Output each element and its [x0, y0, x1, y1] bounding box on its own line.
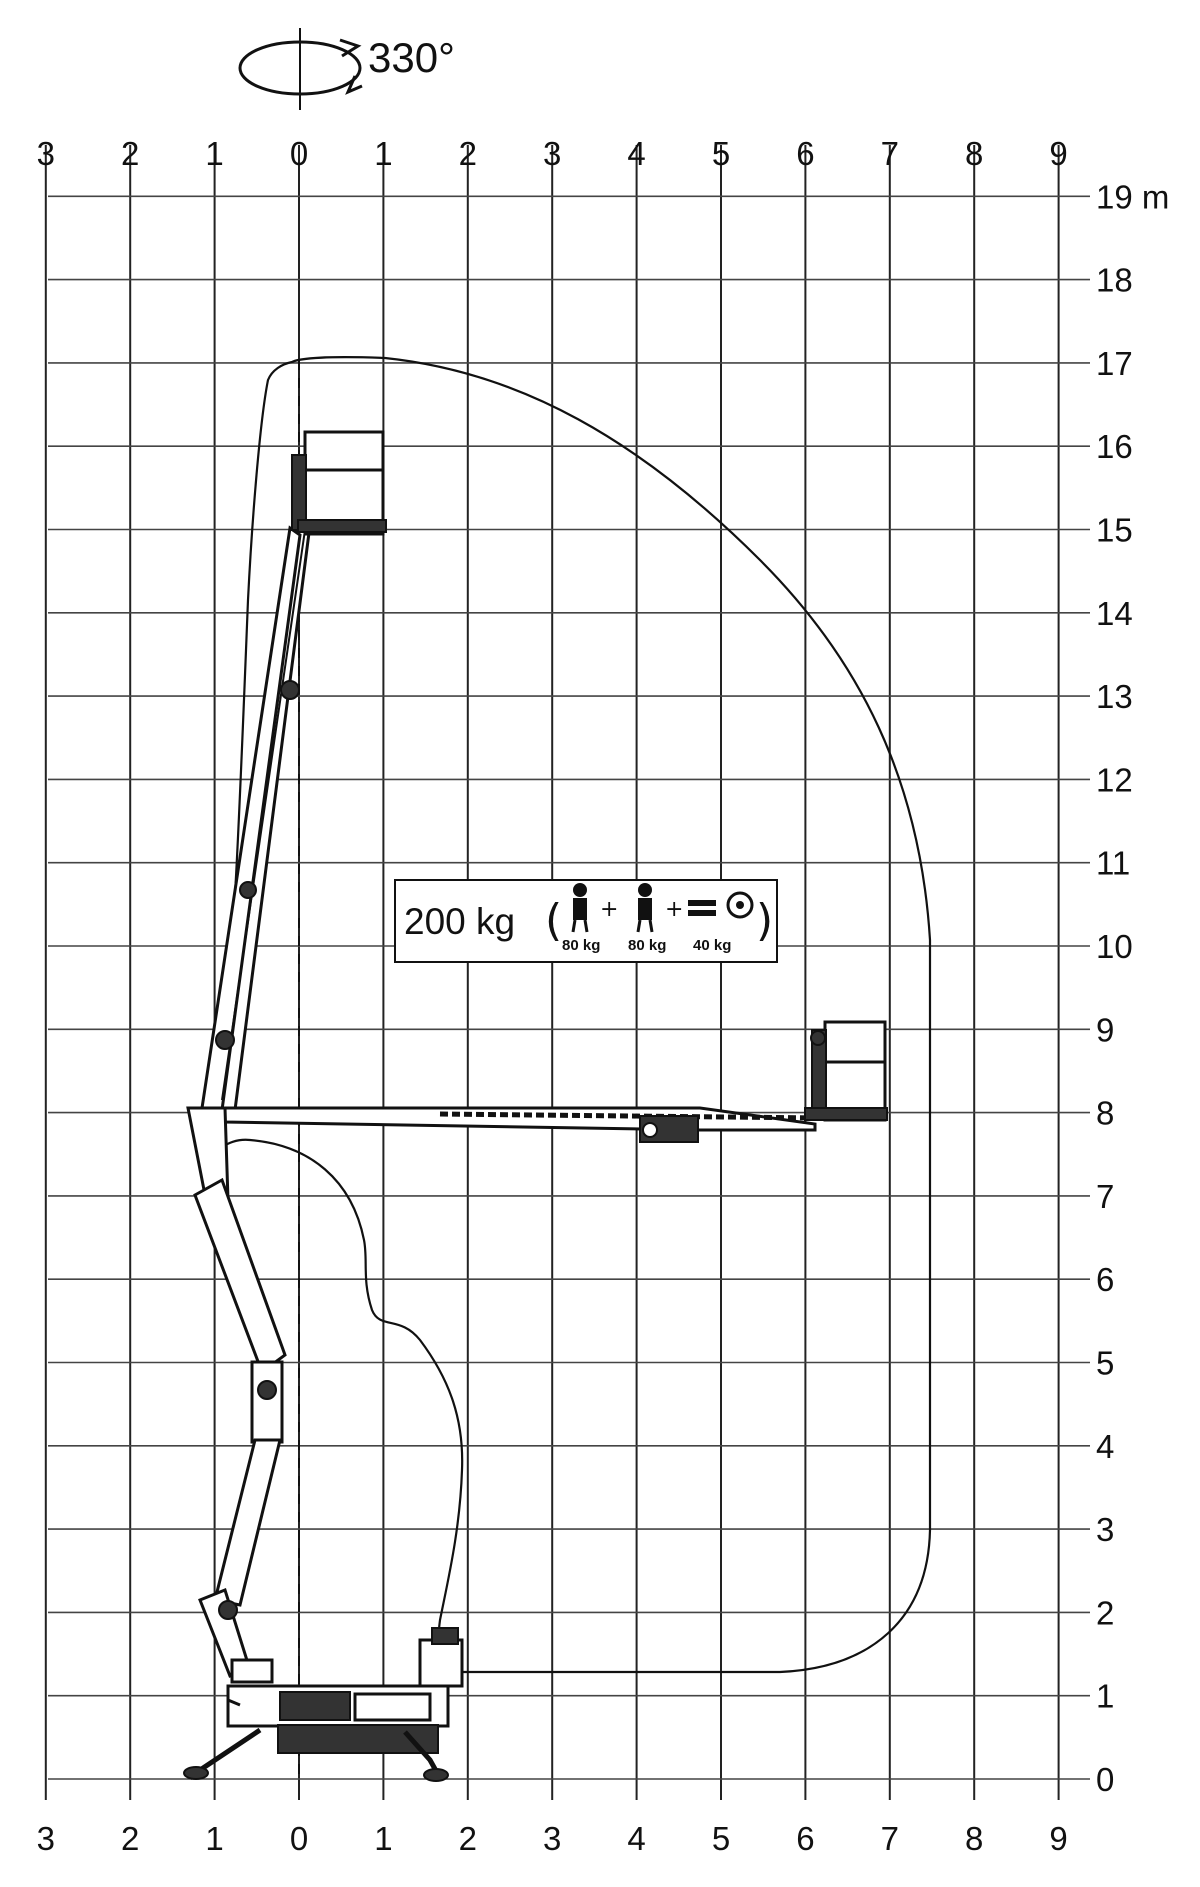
y-tick-label: 1 [1096, 1678, 1114, 1715]
rotation-ellipse-arrow-icon [238, 28, 363, 110]
bracket-open: ( [545, 895, 562, 946]
x-tick-label-bottom: 1 [205, 1820, 223, 1857]
plus-1: + [600, 897, 618, 922]
y-tick-label: 7 [1096, 1178, 1114, 1215]
x-tick-label-bottom: 0 [290, 1820, 308, 1857]
boom-lower-arms [186, 1106, 287, 1684]
y-tick-label: 15 [1096, 512, 1133, 549]
platform-basket-top [291, 430, 387, 536]
x-tick-label-bottom: 1 [374, 1820, 392, 1857]
grid [44, 145, 1090, 1800]
working-envelope [213, 356, 932, 1674]
y-tick-label: 12 [1096, 761, 1133, 798]
boom-vertical [200, 430, 387, 1112]
x-tick-label-top: 3 [543, 135, 561, 172]
x-tick-label-top: 9 [1049, 135, 1067, 172]
x-tick-label-bottom: 6 [796, 1820, 814, 1857]
y-tick-label: 4 [1096, 1428, 1114, 1465]
x-tick-label-top: 6 [796, 135, 814, 172]
plus-2: + [665, 897, 683, 922]
rotation-indicator: 330° [238, 28, 455, 110]
x-tick-label-top: 4 [627, 135, 645, 172]
rotation-label: 330° [368, 34, 455, 81]
y-tick-label: 6 [1096, 1261, 1114, 1298]
boom-horizontal [223, 1020, 888, 1143]
x-tick-label-top: 2 [459, 135, 477, 172]
x-tick-label-top: 1 [205, 135, 223, 172]
bracket-close: ) [756, 895, 773, 946]
x-tick-label-bottom: 8 [965, 1820, 983, 1857]
tools-icon [688, 891, 754, 919]
y-tick-label: 3 [1096, 1511, 1114, 1548]
x-tick-label-bottom: 3 [543, 1820, 561, 1857]
platform-basket-side [804, 1020, 888, 1122]
y-tick-label: 11 [1096, 845, 1130, 882]
x-tick-label-bottom: 9 [1049, 1820, 1067, 1857]
x-tick-label-bottom: 2 [459, 1820, 477, 1857]
x-tick-label-top: 2 [121, 135, 139, 172]
y-tick-label: 14 [1096, 595, 1133, 632]
x-tick-label-bottom: 2 [121, 1820, 139, 1857]
x-axis-top-labels: 3 2 1 0 1 2 3 4 5 6 7 8 9 [37, 135, 1068, 172]
x-tick-label-top: 5 [712, 135, 730, 172]
y-tick-label: 13 [1096, 678, 1133, 715]
x-tick-label-bottom: 5 [712, 1820, 730, 1857]
y-tick-label: 0 [1096, 1761, 1114, 1798]
y-tick-label: 10 [1096, 928, 1133, 965]
x-tick-label-top: 8 [965, 135, 983, 172]
x-tick-label-bottom: 7 [881, 1820, 899, 1857]
person-icon [571, 883, 589, 933]
x-axis-bottom-labels: 3 2 1 0 1 2 3 4 5 6 7 8 9 [37, 1820, 1068, 1857]
x-tick-label-top: 3 [37, 135, 55, 172]
x-tick-label-top: 7 [881, 135, 899, 172]
x-tick-label-bottom: 4 [627, 1820, 645, 1857]
load-person-2: 80 kg [628, 937, 666, 954]
y-tick-label: 18 [1096, 262, 1133, 299]
y-tick-label: 9 [1096, 1011, 1114, 1048]
load-tools: 40 kg [693, 937, 731, 954]
x-tick-label-top: 0 [290, 135, 308, 172]
load-total: 200 kg [404, 901, 515, 942]
x-tick-label-top: 1 [374, 135, 392, 172]
base-chassis [183, 1627, 464, 1782]
y-tick-label: 2 [1096, 1594, 1114, 1631]
y-tick-label: 8 [1096, 1095, 1114, 1132]
load-person-1: 80 kg [562, 937, 600, 954]
y-tick-label: 5 [1096, 1345, 1114, 1382]
y-tick-label: 16 [1096, 428, 1133, 465]
y-tick-label: 17 [1096, 345, 1133, 382]
y-tick-label: 19 m [1096, 178, 1169, 215]
load-capacity-box: 200 kg ( + + ) 80 kg 80 kg 40 kg [394, 879, 778, 963]
person-icon [636, 883, 654, 933]
x-tick-label-bottom: 3 [37, 1820, 55, 1857]
